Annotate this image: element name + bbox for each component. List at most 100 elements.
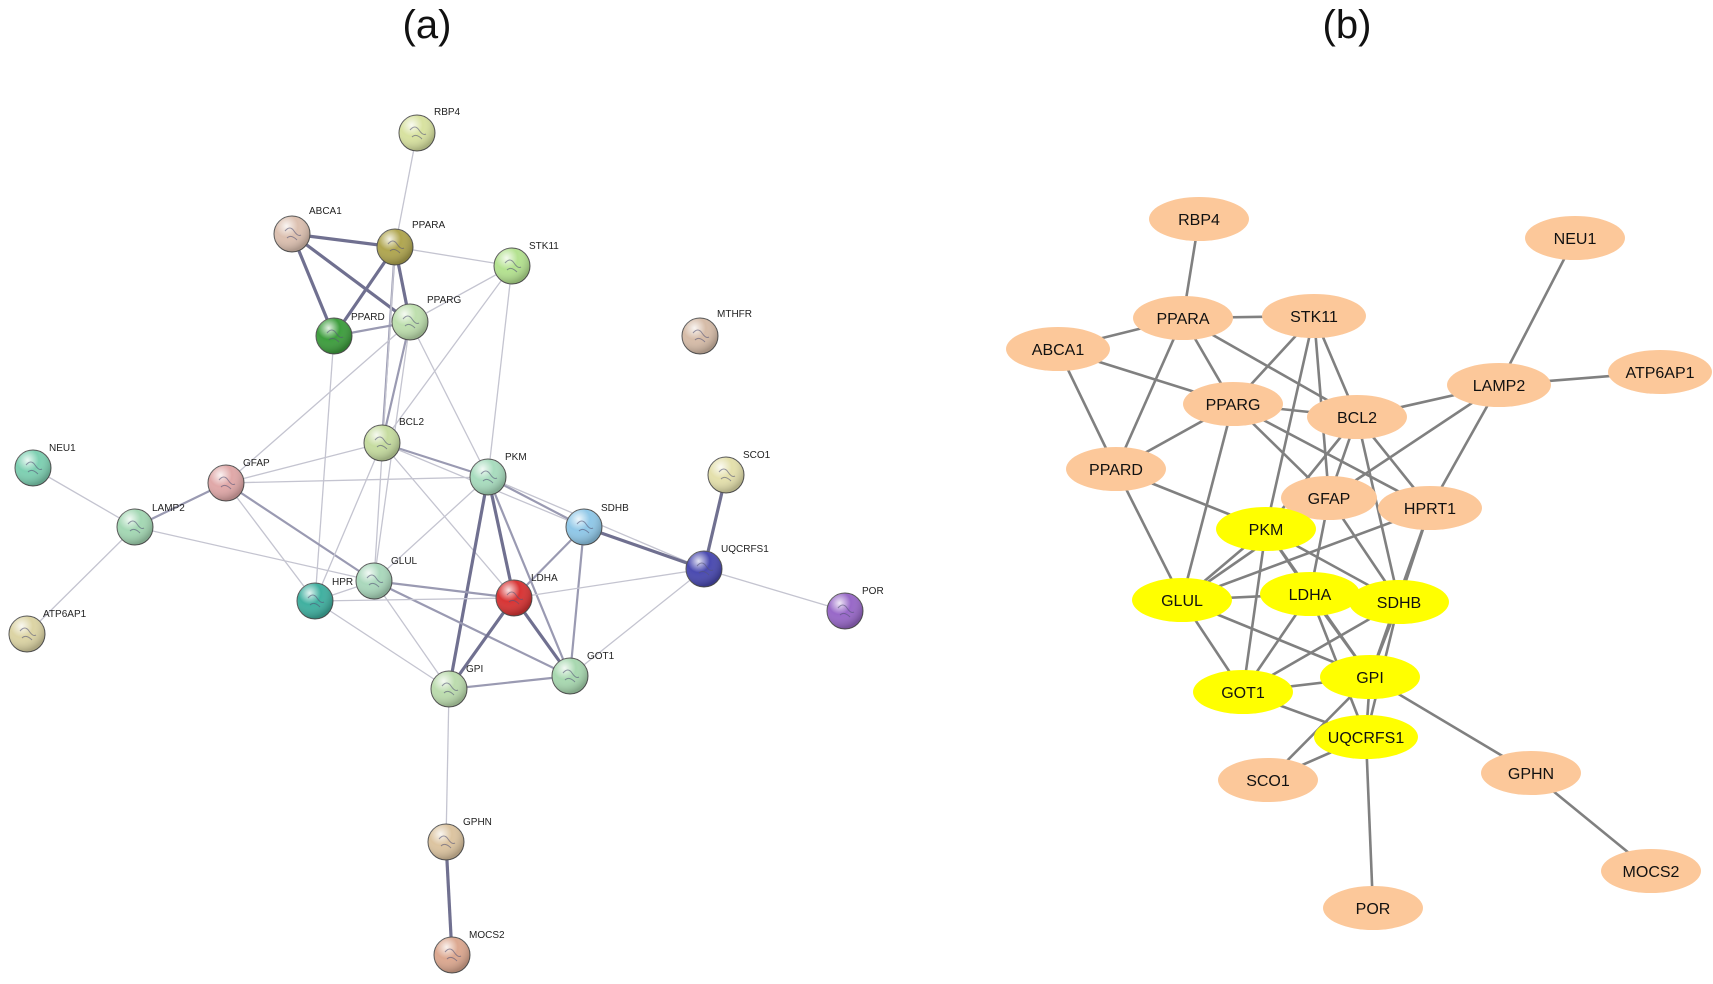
- cyto-edge-bcl2-sdhb: [1355, 416, 1401, 603]
- cyto-node-rbp4[interactable]: RBP4: [1149, 197, 1249, 241]
- cyto-node-sdhb[interactable]: SDHB: [1349, 580, 1449, 624]
- string-edge-pparg-stk11: [409, 265, 513, 323]
- string-node-gloss: [470, 459, 506, 495]
- string-node-label: RBP4: [434, 107, 461, 118]
- cyto-node-got1[interactable]: GOT1: [1193, 670, 1293, 714]
- string-node-gloss: [117, 509, 153, 545]
- cyto-node-uqcrfs1[interactable]: UQCRFS1: [1314, 715, 1418, 759]
- string-node-abca1[interactable]: ABCA1: [273, 206, 342, 253]
- string-node-label: LAMP2: [152, 503, 185, 514]
- cyto-node-ppard[interactable]: PPARD: [1066, 447, 1166, 491]
- protein-structure-icon: [562, 669, 580, 683]
- string-node-uqcrfs1[interactable]: UQCRFS1: [685, 544, 769, 588]
- cyto-node-pkm[interactable]: PKM: [1216, 507, 1316, 551]
- string-node-lamp2[interactable]: LAMP2: [116, 503, 185, 546]
- string-edge-gpi-gphn: [445, 688, 450, 843]
- string-node-label: STK11: [529, 241, 559, 252]
- string-edge-pparg-pkm: [409, 321, 489, 478]
- cyto-node-label: BCL2: [1337, 410, 1377, 427]
- cyto-node-bcl2[interactable]: BCL2: [1307, 395, 1407, 439]
- string-edge-rbp4-ppara: [394, 132, 418, 248]
- string-node-got1[interactable]: GOT1: [551, 651, 615, 695]
- string-node-gpi[interactable]: GPI: [430, 664, 483, 708]
- string-node-label: UQCRFS1: [721, 544, 769, 555]
- string-edge-gfap-glul: [225, 482, 375, 582]
- string-node-gloss: [274, 216, 310, 252]
- string-node-label: GFAP: [243, 458, 270, 469]
- node-ellipse: [1525, 216, 1625, 260]
- cyto-node-label: PPARD: [1089, 462, 1143, 479]
- string-node-pparg[interactable]: PPARG: [391, 295, 461, 341]
- string-edge-glul-got1: [373, 580, 571, 677]
- cyto-node-mocs2[interactable]: MOCS2: [1601, 849, 1701, 893]
- string-node-gloss: [431, 671, 467, 707]
- string-edge-stk11-pkm: [487, 265, 513, 478]
- string-node-gloss: [428, 824, 464, 860]
- hub-node-ellipse: [1314, 715, 1418, 759]
- string-node-bcl2[interactable]: BCL2: [363, 417, 424, 462]
- string-node-gloss: [9, 616, 45, 652]
- string-node-gphn[interactable]: GPHN: [427, 817, 492, 861]
- string-node-label: SDHB: [601, 503, 629, 514]
- string-node-neu1[interactable]: NEU1: [14, 443, 76, 487]
- cyto-node-glul[interactable]: GLUL: [1132, 578, 1232, 622]
- string-node-ldha[interactable]: LDHA: [495, 573, 558, 617]
- cyto-node-por[interactable]: POR: [1323, 886, 1423, 930]
- cyto-node-stk11[interactable]: STK11: [1262, 294, 1366, 338]
- cyto-node-hprt1[interactable]: HPRT1: [1378, 486, 1482, 530]
- cyto-node-abca1[interactable]: ABCA1: [1006, 327, 1110, 371]
- cyto-node-gpi[interactable]: GPI: [1320, 655, 1420, 699]
- cyto-node-pparg[interactable]: PPARG: [1183, 382, 1283, 426]
- cyto-node-sco1[interactable]: SCO1: [1218, 758, 1318, 802]
- string-node-pkm[interactable]: PKM: [469, 452, 527, 496]
- cyto-node-gphn[interactable]: GPHN: [1481, 751, 1581, 795]
- hub-node-ellipse: [1216, 507, 1316, 551]
- string-node-rbp4[interactable]: RBP4: [398, 107, 461, 152]
- string-node-label: PKM: [505, 452, 527, 463]
- cyto-node-label: GOT1: [1221, 685, 1265, 702]
- protein-structure-icon: [374, 436, 392, 450]
- string-node-atp6ap1[interactable]: ATP6AP1: [8, 609, 87, 653]
- string-node-gfap[interactable]: GFAP: [207, 458, 270, 502]
- string-node-gloss: [434, 937, 470, 973]
- string-node-gloss: [494, 248, 530, 284]
- string-node-por[interactable]: POR: [826, 586, 884, 630]
- string-node-gloss: [364, 425, 400, 461]
- protein-structure-icon: [576, 520, 594, 534]
- panel-a-label: (a): [403, 3, 452, 47]
- protein-structure-icon: [307, 594, 325, 608]
- protein-structure-icon: [326, 329, 344, 343]
- string-node-stk11[interactable]: STK11: [493, 241, 559, 285]
- string-node-glul[interactable]: GLUL: [355, 556, 418, 600]
- string-edge-ppara-glul: [373, 246, 396, 582]
- cyto-node-neu1[interactable]: NEU1: [1525, 216, 1625, 260]
- string-node-mocs2[interactable]: MOCS2: [433, 930, 505, 974]
- cyto-node-gfap[interactable]: GFAP: [1281, 476, 1377, 520]
- hub-node-ellipse: [1260, 572, 1360, 616]
- cyto-node-ldha[interactable]: LDHA: [1260, 572, 1360, 616]
- string-node-label: NEU1: [49, 443, 76, 454]
- node-ellipse: [1323, 886, 1423, 930]
- node-ellipse: [1149, 197, 1249, 241]
- string-node-hprt1[interactable]: HPR: [296, 577, 353, 620]
- protein-structure-icon: [837, 604, 855, 618]
- string-node-gloss: [399, 115, 435, 151]
- string-node-mthfr[interactable]: MTHFR: [681, 309, 752, 355]
- string-node-ppard[interactable]: PPARD: [315, 312, 385, 355]
- string-node-ppara[interactable]: PPARA: [376, 220, 445, 266]
- cyto-node-label: GLUL: [1161, 593, 1203, 610]
- cyto-node-atp6ap1[interactable]: ATP6AP1: [1608, 350, 1712, 394]
- cyto-edge-pkm-got1: [1241, 528, 1268, 693]
- hub-node-ellipse: [1349, 580, 1449, 624]
- cyto-node-label: HPRT1: [1404, 501, 1456, 518]
- cyto-node-lamp2[interactable]: LAMP2: [1447, 363, 1551, 407]
- string-node-sco1[interactable]: SCO1: [707, 450, 771, 494]
- cyto-node-label: UQCRFS1: [1328, 730, 1405, 747]
- cyto-node-ppara[interactable]: PPARA: [1133, 296, 1233, 340]
- node-ellipse: [1281, 476, 1377, 520]
- string-node-gloss: [208, 465, 244, 501]
- cyto-edge-ppard-glul: [1114, 468, 1184, 601]
- string-node-sdhb[interactable]: SDHB: [565, 503, 629, 546]
